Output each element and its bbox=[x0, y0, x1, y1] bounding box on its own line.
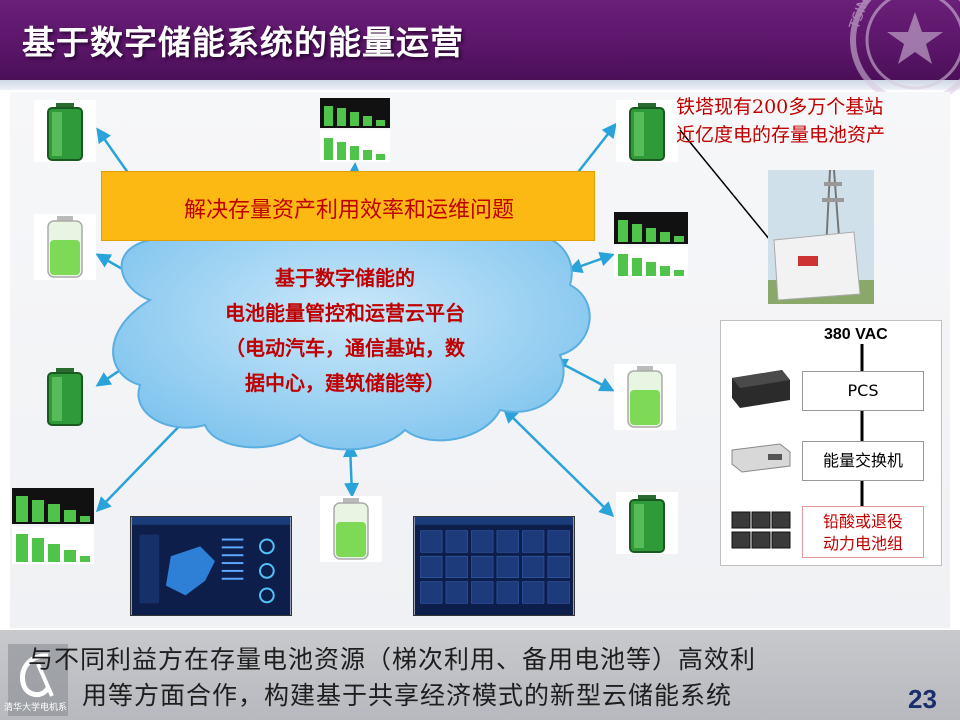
energy-switch-photo bbox=[728, 438, 794, 478]
battery-pack-photo bbox=[730, 508, 794, 554]
energy-switch-box: 能量交换机 bbox=[802, 441, 924, 481]
battery-pack-box: 铅酸或退役 动力电池组 bbox=[802, 506, 924, 558]
page-number: 23 bbox=[908, 684, 937, 715]
summary-line-1: 与不同利益方在存量电池资源（梯次利用、备用电池等）高效利 bbox=[28, 640, 756, 676]
pcs-box: PCS bbox=[802, 371, 924, 411]
department-logo-text: 清华大学电机系 bbox=[4, 700, 67, 713]
battery-pack-line-2: 动力电池组 bbox=[803, 533, 923, 555]
pcs-device-photo bbox=[728, 366, 794, 412]
ac-input-label: 380 VAC bbox=[824, 326, 888, 344]
summary-line-2: 用等方面合作，构建基于共享经济模式的新型云储能系统 bbox=[82, 676, 732, 712]
battery-pack-line-1: 铅酸或退役 bbox=[803, 511, 923, 533]
